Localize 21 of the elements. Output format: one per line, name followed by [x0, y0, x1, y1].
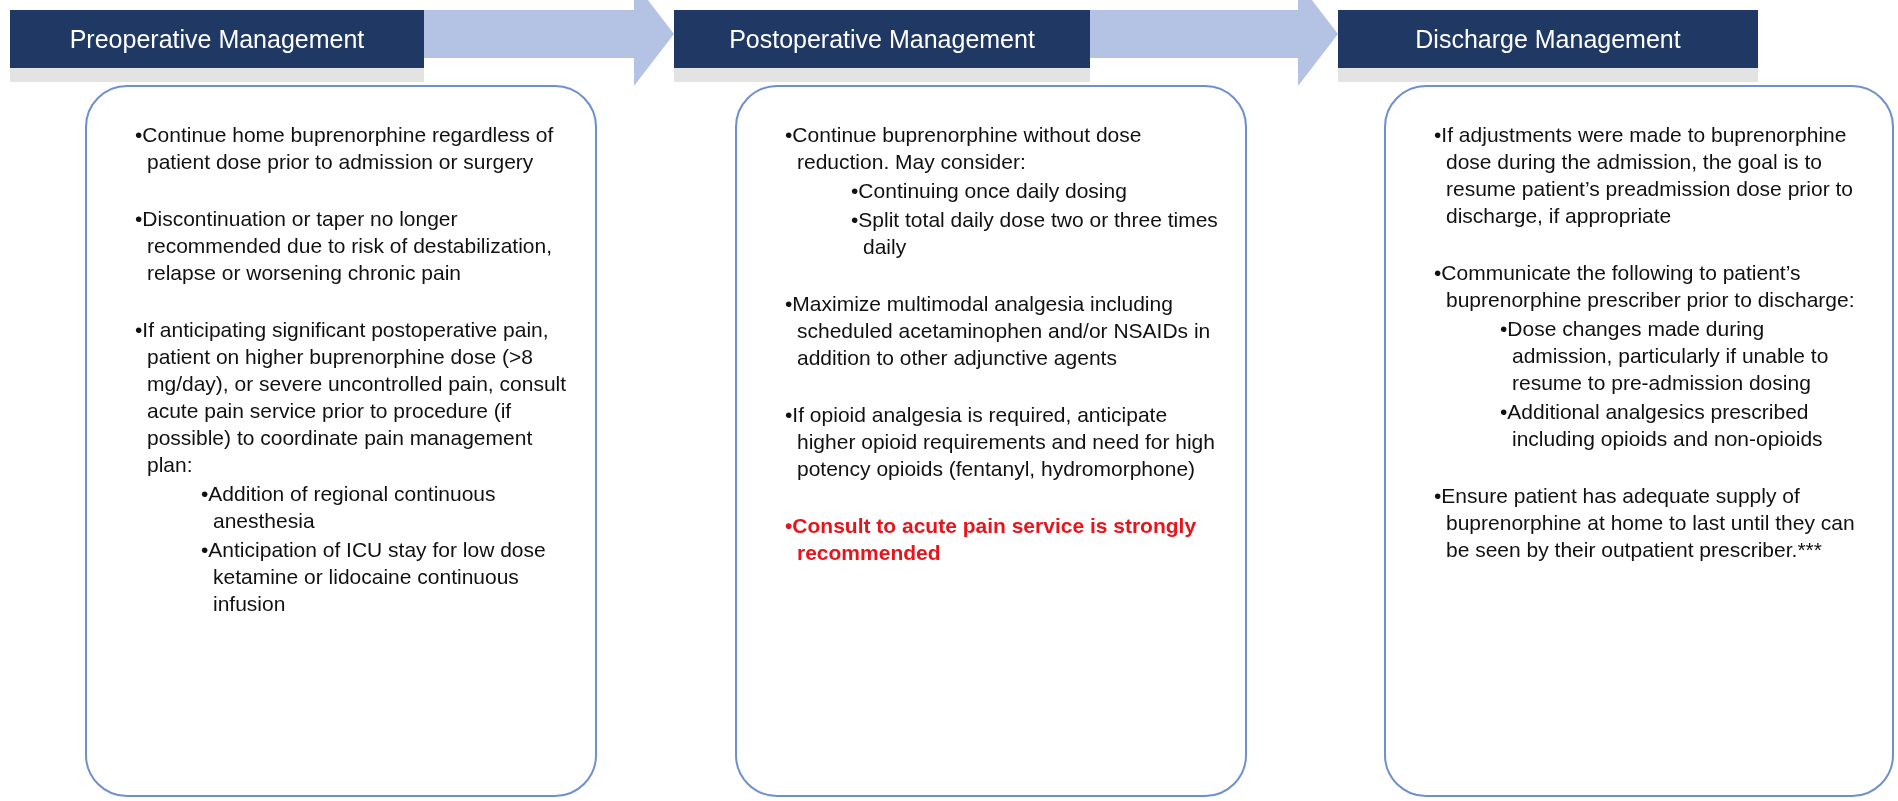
bullet-text: •Consult to acute pain service is strongly recommended — [785, 513, 1198, 566]
bullet-text: •Discontinuation or taper no longer recommended due to risk of destabilization, relapse or worsening chronic pain — [135, 206, 554, 286]
sub-bullet-text: •Additional analgesics prescribed including opioids and non-opioids — [1500, 399, 1824, 452]
bullet-text: •Continue home buprenorphine regardless of patient dose prior to admission or surgery — [135, 122, 555, 175]
block-arrow — [424, 0, 674, 86]
content-panel — [735, 85, 1247, 797]
sub-bullet-text: •Addition of regional continuous anesthesia — [201, 481, 497, 534]
bullet-text: •Ensure patient has adequate supply of buprenorphine at home to last until they can be seen by their outpatient prescriber.*** — [1434, 483, 1856, 563]
sub-bullet-text: •Split total daily dose two or three times daily — [851, 207, 1219, 260]
content-panel — [85, 85, 597, 797]
bullet-text: •If adjustments were made to buprenorphine dose during the admission, the goal is to resume patient’s preadmission dose prior to discharge, if appropriate — [1434, 122, 1854, 229]
block-arrow — [1090, 0, 1338, 86]
sub-bullet-text: •Anticipation of ICU stay for low dose ketamine or lidocaine continuous infusion — [201, 537, 547, 617]
sub-bullet-text: •Dose changes made during admission, particularly if unable to resume to pre-admission dosing — [1500, 316, 1830, 396]
bullet-text: •Continue buprenorphine without dose reduction. May consider: — [785, 122, 1143, 175]
bullet-text: •If opioid analgesia is required, anticipate higher opioid requirements and need for high potency opioids (fentanyl, hydromorphone) — [785, 402, 1216, 482]
bullet-text: •Maximize multimodal analgesia including scheduled acetaminophen and/or NSAIDs in addition to other adjunctive agents — [785, 291, 1212, 371]
sub-bullet-text: •Continuing once daily dosing — [851, 178, 1128, 204]
content-panel — [1384, 85, 1894, 797]
bullet-text: •Communicate the following to patient’s buprenorphine prescriber prior to discharge: — [1434, 260, 1856, 313]
bullet-text: •If anticipating significant postoperative pain, patient on higher buprenorphine dose (>8 mg/day), or severe uncontrolled pain, consult acute pain service prior to procedure (if possible) to coordinate pain management plan: — [135, 317, 568, 478]
